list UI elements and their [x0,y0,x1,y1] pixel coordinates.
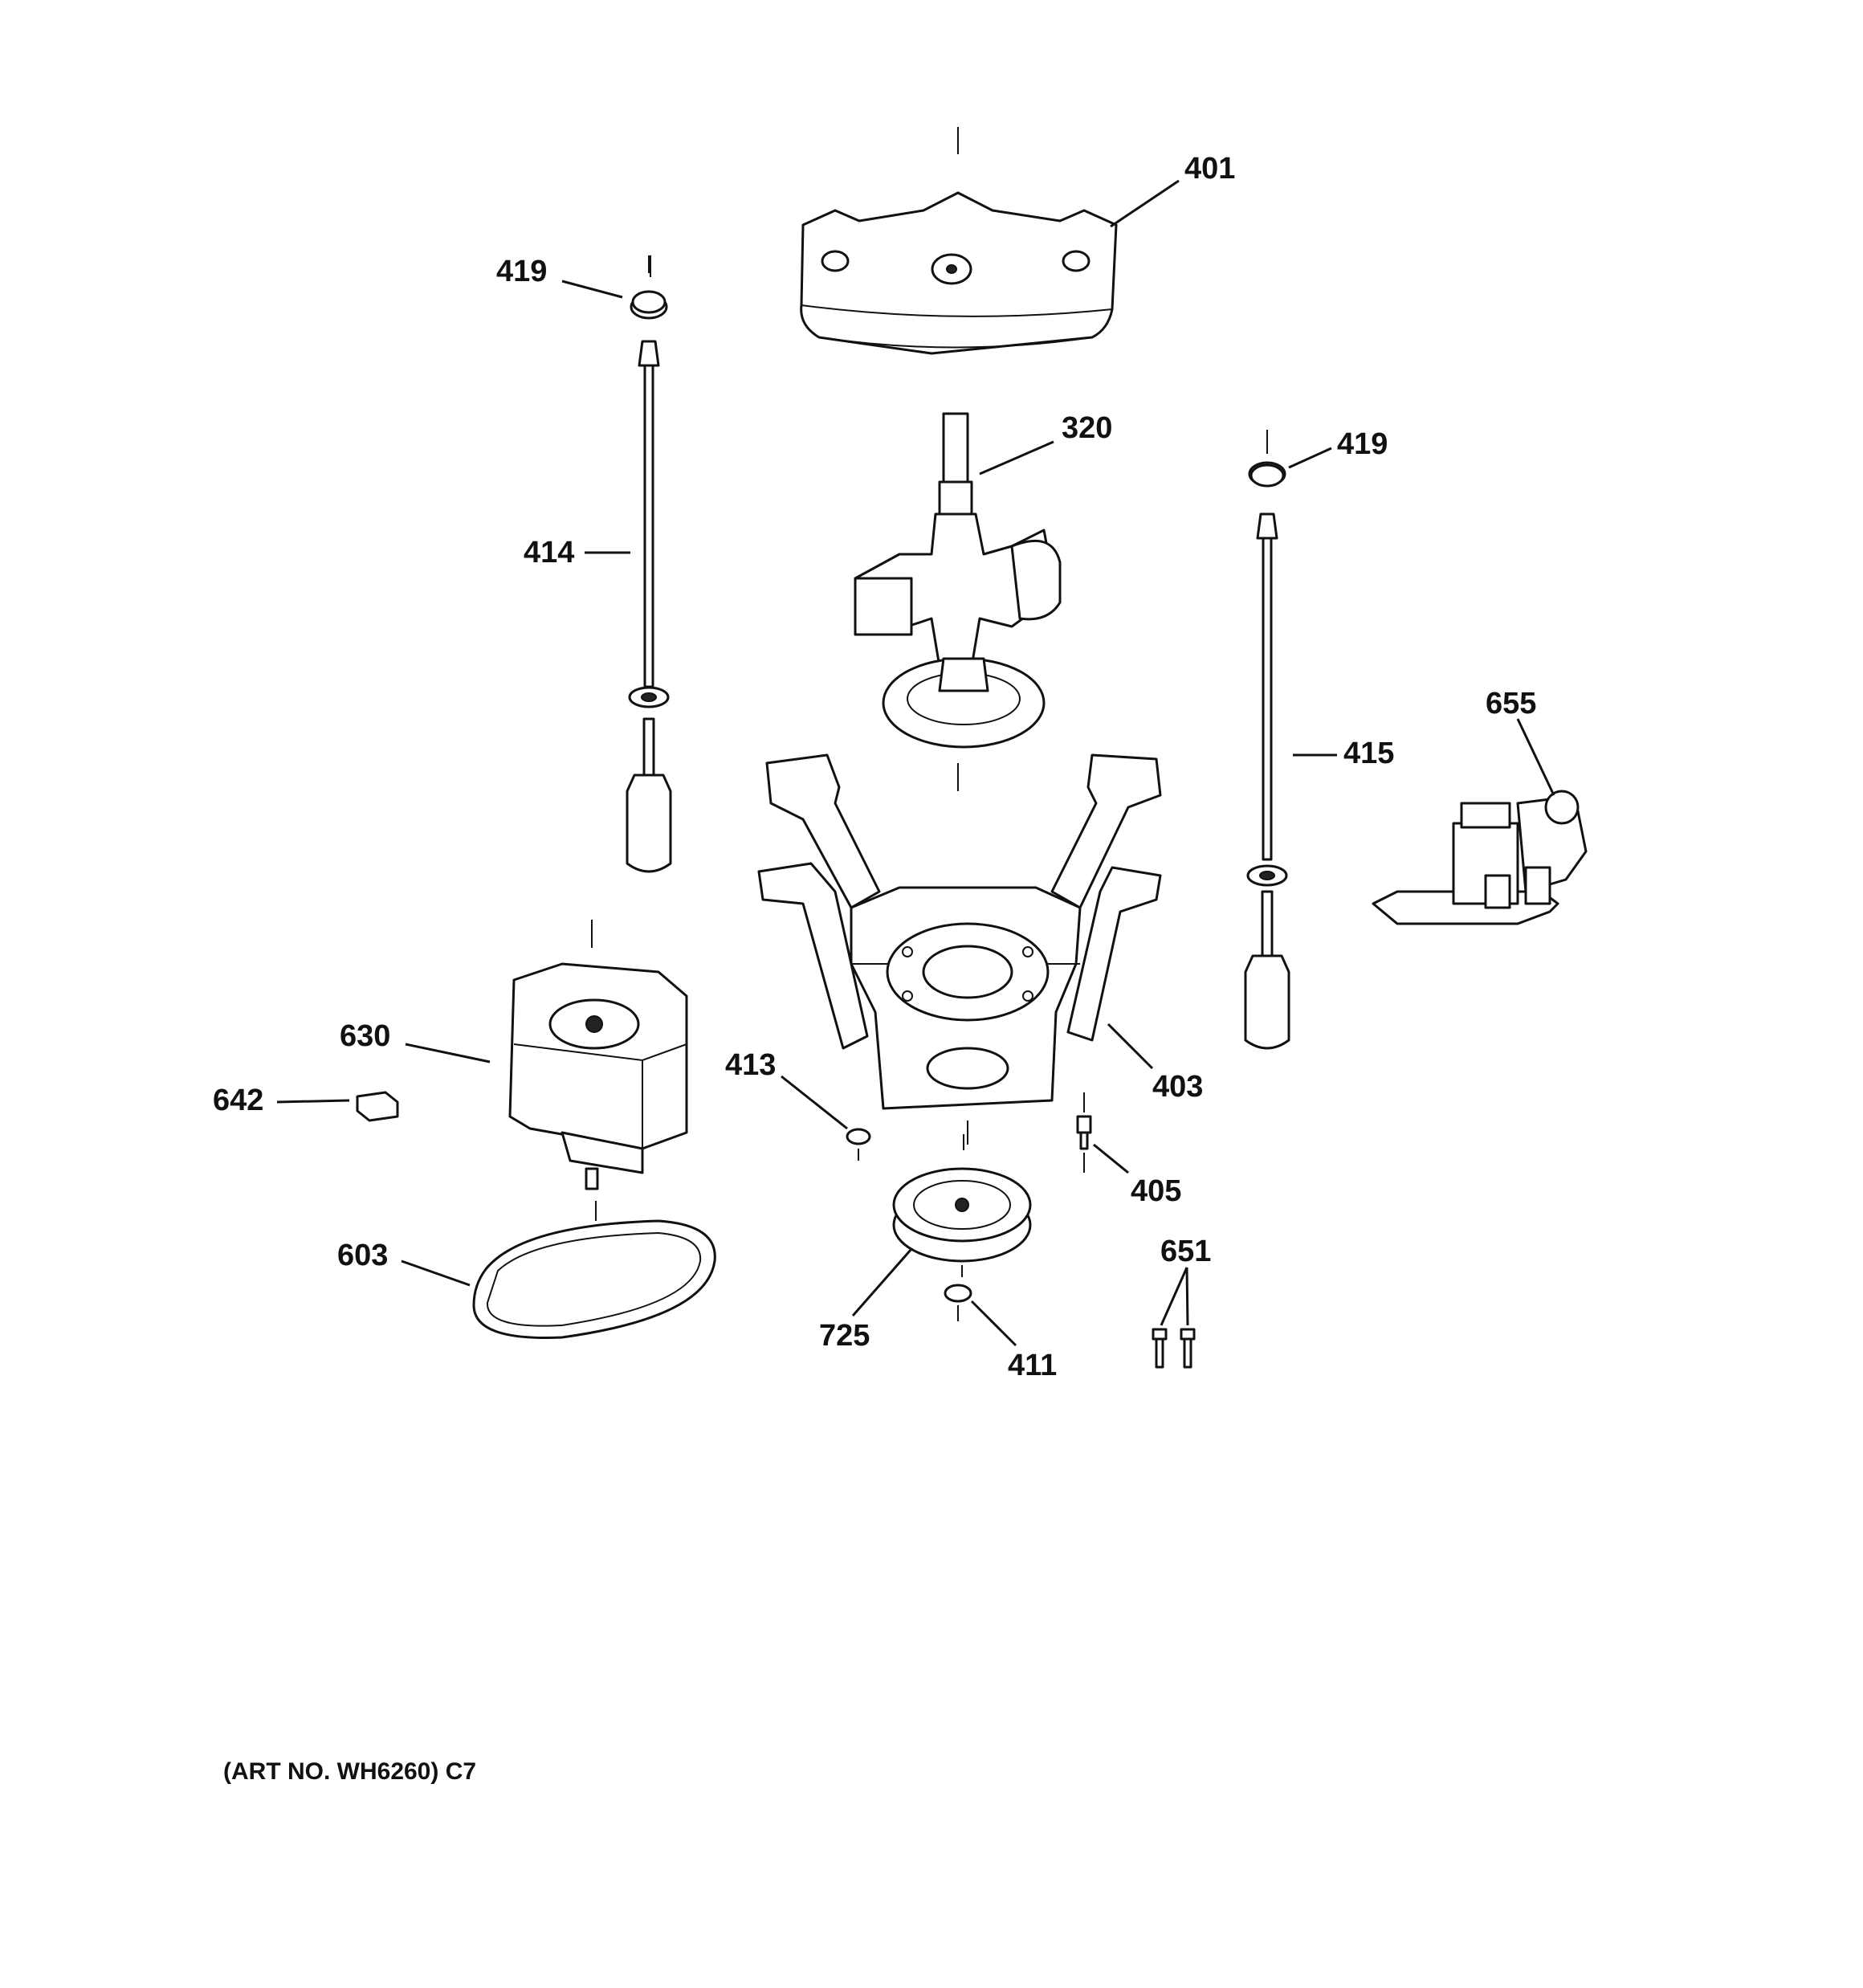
part-419-bumper-right [1249,430,1285,488]
callout-320: 320 [1062,411,1112,445]
part-651-screws [1152,1328,1196,1369]
callout-411: 411 [1008,1349,1057,1382]
part-413-nut [846,1128,871,1161]
callout-labels: 401 419 320 419 414 415 655 630 642 413 … [213,152,1536,1382]
part-725-pulley [892,1134,1032,1277]
callout-419-right: 419 [1337,427,1388,461]
part-419-bumper-left [631,255,667,314]
part-403-frame [757,753,1162,1145]
callout-413: 413 [725,1048,776,1082]
callout-419-left: 419 [496,255,547,288]
part-630-motor [508,920,688,1190]
callout-405: 405 [1131,1174,1181,1208]
callout-414: 414 [524,536,574,569]
leader-lines [276,179,1555,1347]
part-415-rod [1244,430,1290,1050]
part-405-screw [1076,1092,1092,1173]
callout-651: 651 [1160,1235,1211,1268]
callout-655: 655 [1486,687,1536,720]
callout-401: 401 [1184,152,1235,186]
part-411-nut [944,1284,972,1321]
part-655-pump [1372,790,1588,925]
art-number-caption: (ART NO. WH6260) C7 [223,1758,476,1785]
callout-642: 642 [213,1084,263,1117]
part-401-cover [800,127,1118,355]
callout-725: 725 [819,1319,870,1353]
callout-630: 630 [340,1019,390,1053]
part-642-clip [356,1091,399,1122]
part-320-transmission [854,412,1062,791]
callout-415: 415 [1343,737,1394,770]
part-414-rod [626,255,672,873]
part-603-belt [472,1201,716,1339]
callout-603: 603 [337,1239,388,1272]
callout-403: 403 [1152,1070,1203,1104]
